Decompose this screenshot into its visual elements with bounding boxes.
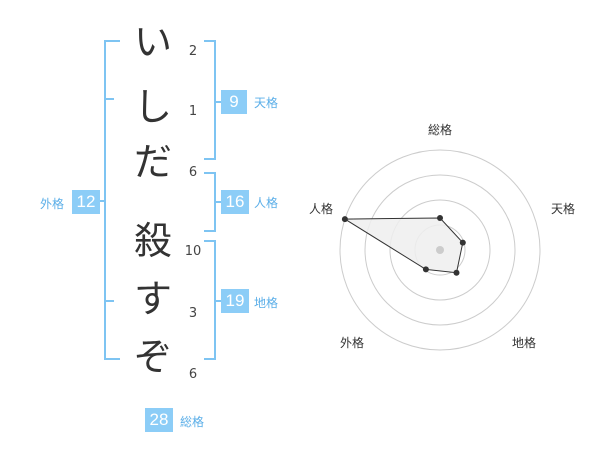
radar-point-1 [437,215,443,221]
radar-point-3 [453,269,460,276]
radar-point-5 [341,216,348,223]
chikaku-bracket-top [204,240,216,242]
radar-axis-label-tenkaku: 天格 [551,202,576,216]
name-char-3: だ [133,140,172,184]
radar-ring-2 [389,199,491,301]
radar-axis-label-gaikaku: 外格 [340,336,365,350]
radar-ring-3 [364,174,516,326]
radar-area [343,217,464,274]
gaikaku-bracket-top [104,40,120,42]
tenkaku-bracket-bottom [204,158,216,160]
name-char-6: ぞ [133,335,172,379]
tenkaku-bracket-vertical [214,40,216,160]
name-char-2: し [133,85,172,129]
stroke-count-2: 1 [188,104,198,119]
gaikaku-label: 外格 [40,197,65,211]
radar-point-2 [459,239,466,246]
gaikaku-value-badge: 12 [72,190,100,214]
radar-axis-label-soukaku: 総格 [428,123,453,137]
stroke-count-4: 10 [184,244,202,259]
name-char-1: い [133,20,172,64]
tenkaku-bracket-top [204,40,216,42]
radar-center-dot [436,246,444,254]
radar-axis-label-chikaku: 地格 [512,336,537,350]
radar-axis-label-jinkaku: 人格 [309,202,334,216]
stroke-count-1: 2 [188,44,198,59]
jinkaku-bracket-connector [214,201,222,203]
gaikaku-bracket-connector [98,200,105,202]
radar-point-4 [422,266,429,273]
gaikaku-bracket-bottom [104,358,120,360]
radar-ring-4 [339,149,541,351]
tenkaku-value-badge: 9 [221,90,247,114]
soukaku-value-badge: 28 [145,408,173,432]
jinkaku-label: 人格 [254,196,279,210]
gaikaku-bracket-vertical [104,40,106,360]
jinkaku-bracket-bottom [204,230,216,232]
chikaku-bracket-bottom [204,358,216,360]
soukaku-label: 総格 [180,415,205,429]
stroke-count-5: 3 [188,306,198,321]
tenkaku-bracket-connector [214,101,222,103]
jinkaku-bracket-top [204,172,216,174]
chikaku-value-badge: 19 [221,289,249,313]
name-char-5: す [133,277,172,321]
stroke-count-6: 6 [188,367,198,382]
tenkaku-label: 天格 [254,96,279,110]
stroke-count-3: 6 [188,165,198,180]
gaikaku-bracket-tick-upper [104,98,114,100]
gaikaku-bracket-tick-lower [104,300,114,302]
chikaku-bracket-connector [214,300,222,302]
jinkaku-value-badge: 16 [221,190,249,214]
name-char-4: 殺 [133,219,172,263]
chikaku-label: 地格 [254,296,279,310]
